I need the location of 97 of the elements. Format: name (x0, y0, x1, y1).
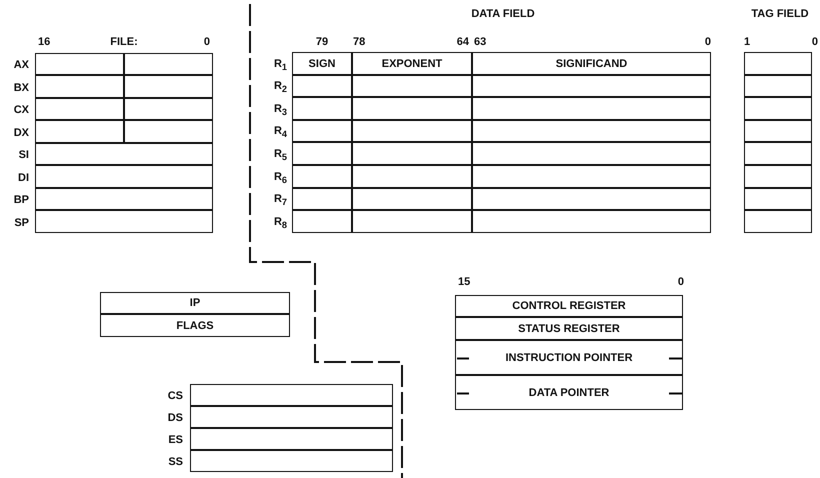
register-cell (124, 53, 213, 75)
register-cell (292, 75, 352, 97)
register-cell (472, 97, 711, 120)
register-name: DATA POINTER (528, 386, 610, 398)
heading: FILE: (110, 36, 138, 48)
heading: DATA FIELD (471, 8, 535, 20)
register-name: R$_{1}$ (274, 58, 287, 73)
bit-number: 0 (204, 36, 210, 48)
register-cell (352, 97, 472, 120)
register-cell (292, 97, 352, 120)
register-cell (352, 52, 472, 75)
register-name: R$_{7}$ (274, 193, 287, 208)
register-cell (35, 165, 213, 188)
register-cell (472, 75, 711, 97)
register-cell (35, 53, 124, 75)
register-cell (35, 210, 213, 233)
bit-number: 78 (353, 36, 366, 48)
register-cell (744, 52, 812, 75)
register-cell (35, 188, 213, 210)
bit-number: 0 (812, 36, 818, 48)
register-cell (744, 210, 812, 233)
register-name: BP (14, 194, 29, 206)
register-name: R$_{3}$ (274, 102, 287, 118)
register-cell (292, 52, 352, 75)
register-cell (352, 120, 472, 142)
register-name: CONTROL REGISTER (512, 300, 626, 312)
bit-number: 63 (474, 36, 486, 48)
register-name: BX (14, 82, 29, 94)
register-cell (744, 142, 812, 165)
register-name: STATUS REGISTER (518, 322, 620, 334)
register-cell (472, 188, 711, 210)
register-cell (472, 165, 711, 188)
register-cell (190, 428, 393, 450)
register-cell (124, 120, 213, 143)
bit-number: 64 (456, 36, 469, 48)
field-name: EXPONENT (382, 58, 442, 70)
register-name: R$_{2}$ (274, 80, 287, 96)
register-cell (35, 143, 213, 165)
register-cell (352, 210, 472, 233)
register-cell (455, 295, 683, 317)
register-cell (190, 384, 393, 406)
bit-number: 0 (704, 36, 711, 48)
register-cell (352, 188, 472, 210)
register-cell (744, 120, 812, 142)
register-cell (744, 165, 812, 188)
register-name: CX (14, 104, 29, 116)
register-cell (124, 75, 213, 98)
register-name: AX (14, 59, 29, 71)
register-cell (352, 142, 472, 165)
register-cell (455, 340, 683, 375)
bit-number: 79 (316, 36, 328, 48)
register-cell (744, 97, 812, 120)
register-name: DI (18, 172, 29, 184)
register-name: DX (14, 126, 29, 138)
register-cell (472, 142, 711, 165)
register-cell (744, 188, 812, 210)
register-cell (292, 165, 352, 188)
bit-number: 16 (38, 36, 50, 48)
bit-number: 0 (678, 276, 684, 288)
field-name: SIGNIFICAND (556, 58, 628, 70)
register-name: FLAGS (176, 320, 214, 332)
register-cell (292, 142, 352, 165)
register-name: R$_{4}$ (274, 125, 287, 140)
register-cell (292, 210, 352, 233)
register-cell (455, 375, 683, 410)
register-cell (472, 210, 711, 233)
register-name: DS (168, 412, 183, 424)
register-cell (744, 75, 812, 97)
register-name: SP (14, 216, 29, 228)
register-name: R$_{5}$ (274, 148, 287, 163)
register-cell (100, 292, 290, 314)
register-name: R$_{8}$ (274, 216, 287, 231)
bit-number: 1 (744, 36, 750, 48)
register-cell (35, 75, 124, 98)
register-name: R$_{6}$ (274, 170, 287, 186)
register-name: SI (18, 149, 29, 161)
register-cell (455, 317, 683, 340)
register-name: ES (168, 434, 183, 446)
register-cell (190, 406, 393, 428)
register-name: IP (190, 297, 200, 309)
bit-number: 15 (458, 276, 470, 288)
field-name: SIGN (308, 58, 336, 70)
register-cell (35, 120, 124, 143)
register-cell (190, 450, 393, 472)
register-name: SS (168, 456, 183, 468)
register-cell (124, 98, 213, 120)
register-name: INSTRUCTION POINTER (505, 352, 633, 364)
register-cell (100, 314, 290, 337)
register-cell (292, 188, 352, 210)
register-cell (472, 120, 711, 142)
register-cell (472, 52, 711, 75)
register-name: CS (168, 390, 183, 402)
register-cell (35, 98, 124, 120)
register-cell (352, 165, 472, 188)
register-cell (352, 75, 472, 97)
heading: TAG FIELD (751, 8, 809, 20)
register-cell (292, 120, 352, 142)
